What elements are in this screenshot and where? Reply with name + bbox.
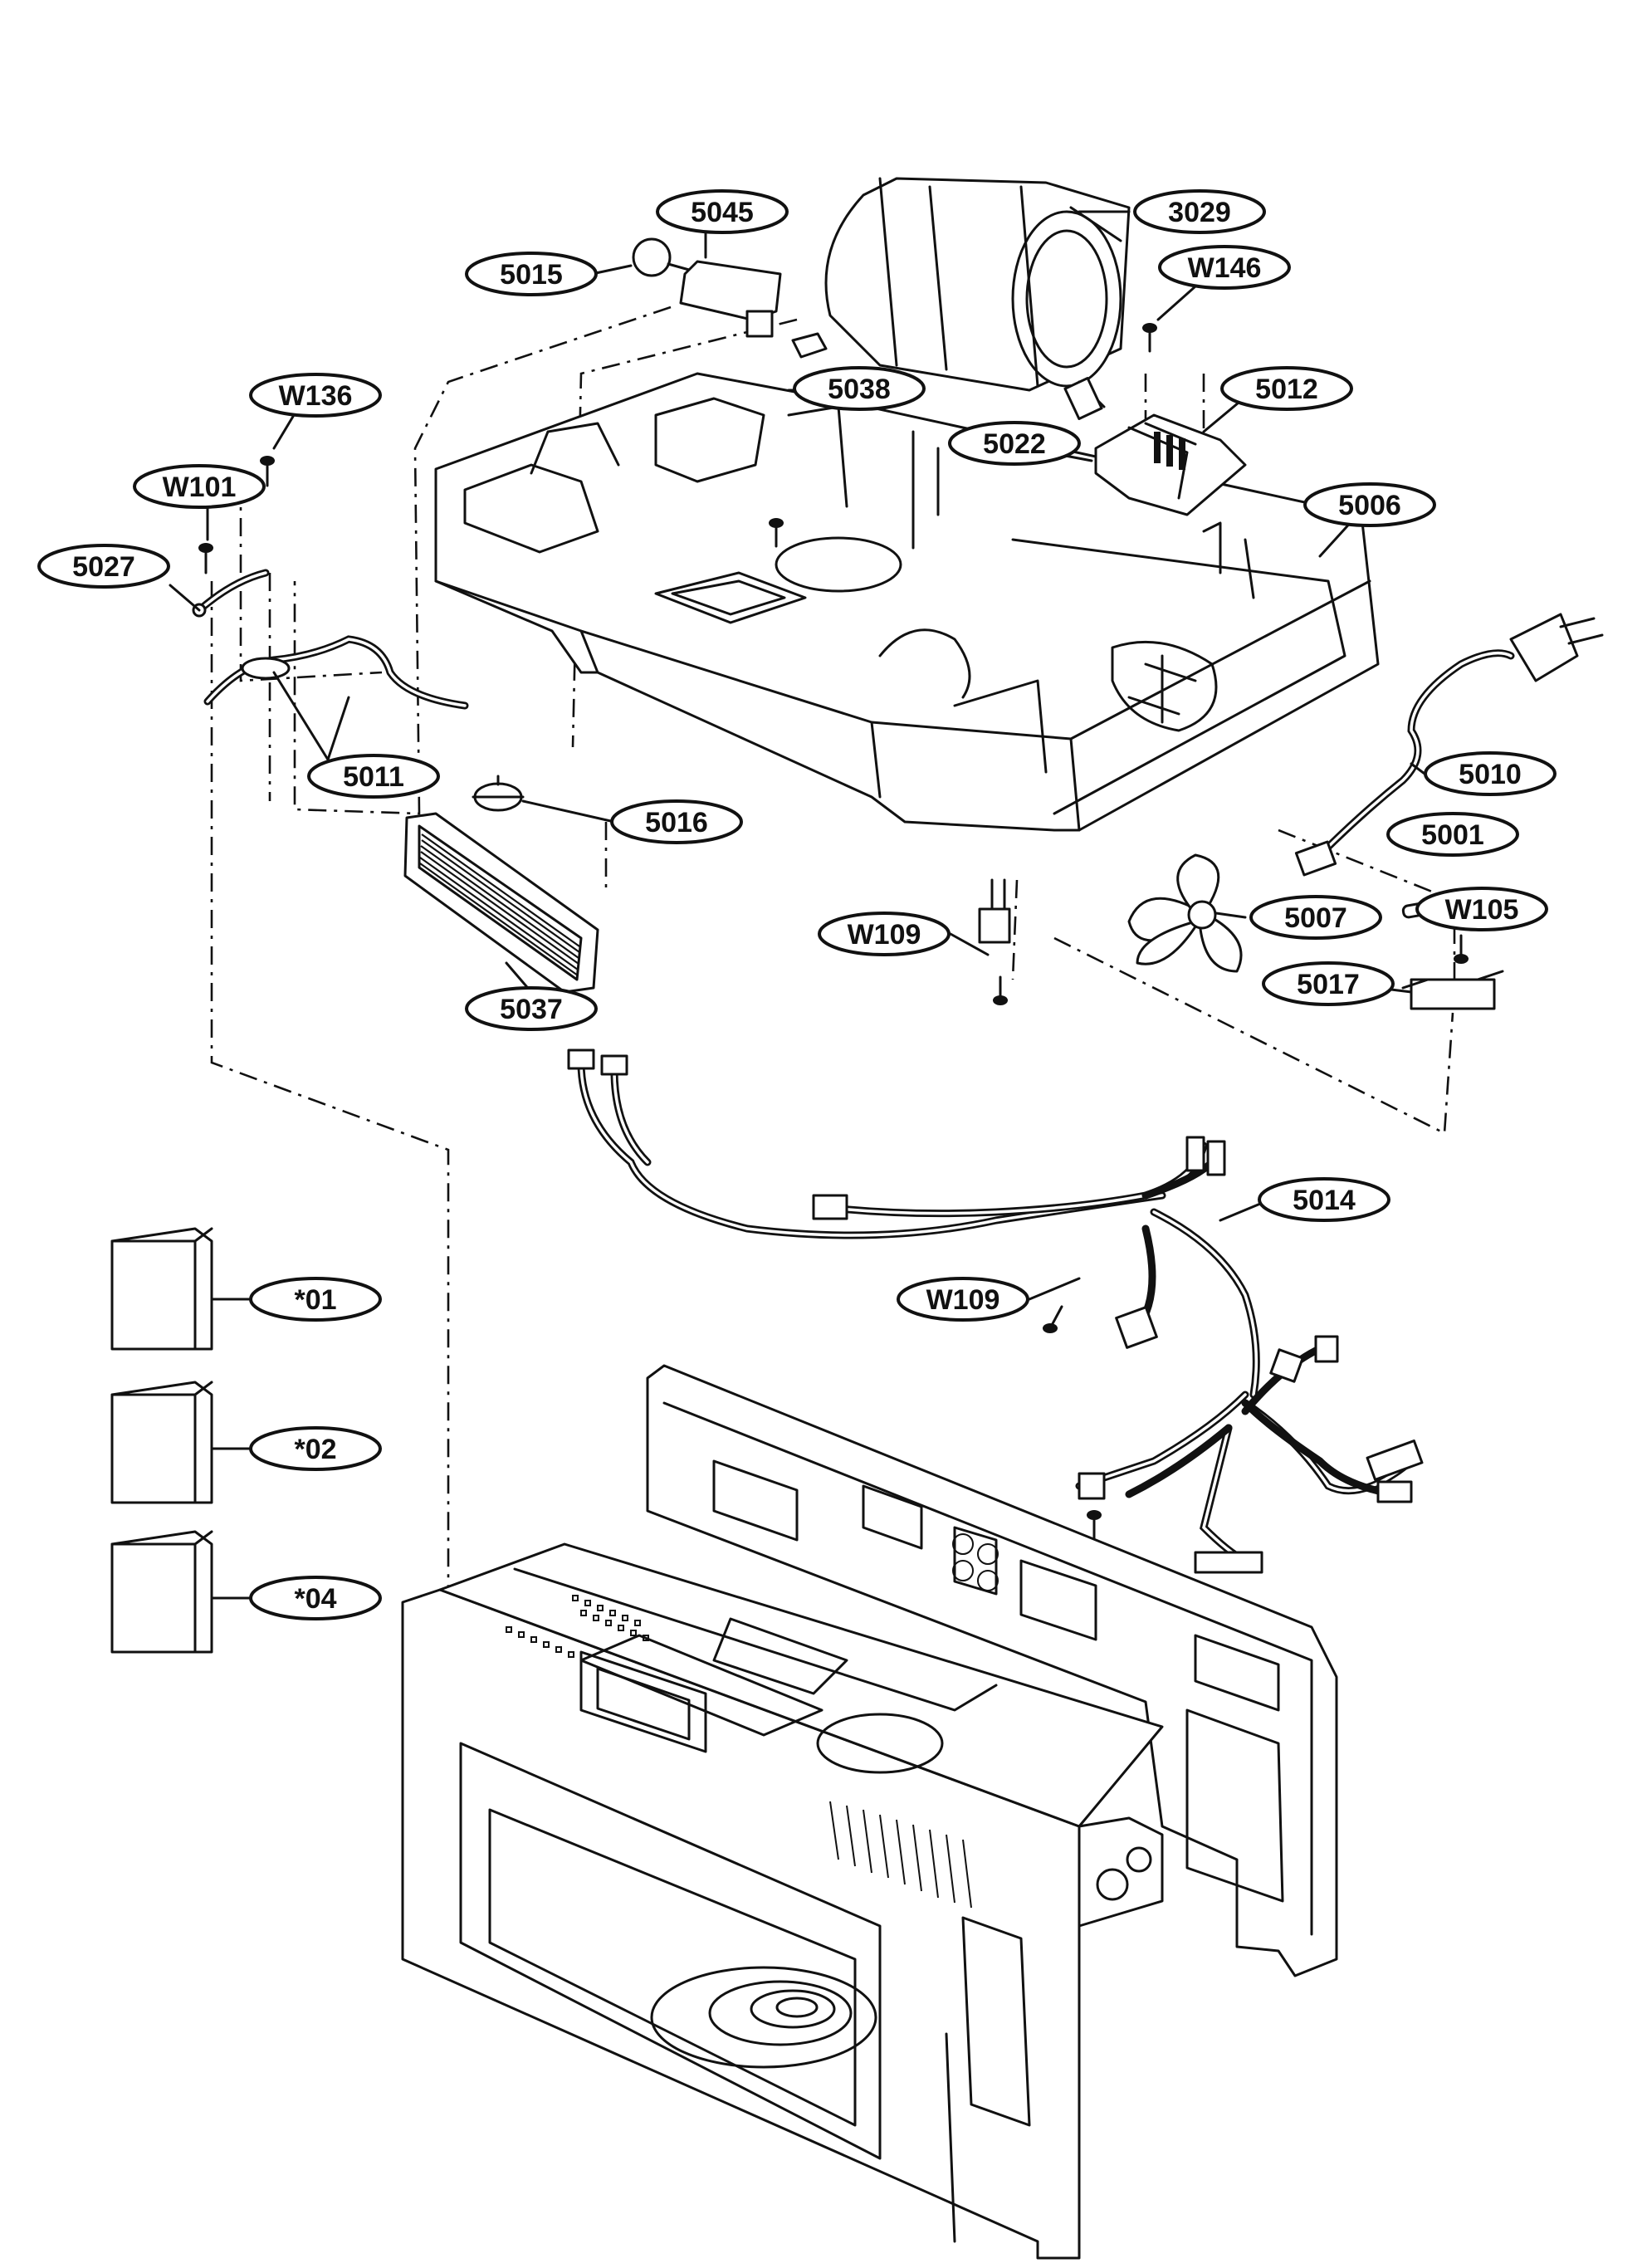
callout-bubble bbox=[1133, 189, 1266, 234]
callout-label: 5017 bbox=[1297, 969, 1360, 1000]
callout-bubble bbox=[307, 754, 440, 799]
transformer bbox=[1094, 413, 1247, 516]
callout-5045: 5045 bbox=[656, 189, 789, 234]
callout-02: *02 bbox=[249, 1426, 382, 1471]
callout-5006: 5006 bbox=[1303, 482, 1436, 527]
callout-W105: W105 bbox=[1415, 887, 1548, 931]
callout-5037: 5037 bbox=[465, 986, 598, 1031]
thermal-fuse-harness bbox=[192, 569, 469, 710]
callout-label: 5012 bbox=[1255, 374, 1318, 405]
callout-5011: 5011 bbox=[307, 754, 440, 799]
callout-W136: W136 bbox=[249, 373, 382, 418]
callout-5016: 5016 bbox=[610, 799, 743, 844]
callout-bubble bbox=[1220, 366, 1353, 411]
base-plate-assembly bbox=[434, 372, 1380, 832]
callout-label: 5011 bbox=[343, 761, 404, 793]
callout-label: W101 bbox=[163, 472, 237, 503]
callout-label: W136 bbox=[279, 380, 353, 412]
callout-01: *01 bbox=[249, 1277, 382, 1322]
screws bbox=[198, 323, 1469, 1540]
callout-bubble bbox=[1386, 812, 1519, 857]
callout-04: *04 bbox=[249, 1576, 382, 1620]
callout-bubble bbox=[948, 421, 1081, 466]
power-cord bbox=[1294, 613, 1604, 877]
callout-label: 5015 bbox=[500, 259, 563, 291]
callout-5027: 5027 bbox=[37, 544, 170, 589]
callout-label: W109 bbox=[926, 1284, 1000, 1316]
callout-label: W105 bbox=[1445, 894, 1519, 926]
callout-bubble bbox=[610, 799, 743, 844]
callout-bubble bbox=[465, 252, 598, 296]
callout-label: 5038 bbox=[828, 374, 891, 405]
callout-label: W109 bbox=[848, 919, 921, 951]
callout-bubble bbox=[1415, 887, 1548, 931]
callout-5014: 5014 bbox=[1258, 1177, 1390, 1222]
thermostat bbox=[472, 775, 525, 812]
wire-harness bbox=[567, 1048, 1424, 1574]
callout-5012: 5012 bbox=[1220, 366, 1353, 411]
cooling-fan-blade bbox=[1127, 853, 1243, 973]
callout-5010: 5010 bbox=[1424, 751, 1557, 796]
callout-label: 5037 bbox=[500, 994, 563, 1025]
callout-bubble bbox=[249, 1426, 382, 1471]
callout-label: 5014 bbox=[1293, 1185, 1356, 1216]
callout-label: 3029 bbox=[1168, 197, 1231, 228]
cavity-body bbox=[401, 1542, 1164, 2260]
callout-5015: 5015 bbox=[465, 252, 598, 296]
callout-label: 5007 bbox=[1284, 902, 1347, 934]
callout-label: *01 bbox=[294, 1284, 336, 1316]
callout-bubble bbox=[818, 912, 951, 956]
callout-5007: 5007 bbox=[1249, 895, 1382, 940]
lamp-and-socket bbox=[632, 237, 828, 359]
callout-bubble bbox=[1424, 751, 1557, 796]
accessory-box-04 bbox=[110, 1530, 213, 1654]
callout-bubble bbox=[1249, 895, 1382, 940]
callout-3029: 3029 bbox=[1133, 189, 1266, 234]
callout-label: 5006 bbox=[1338, 490, 1401, 521]
callout-W109a: W109 bbox=[818, 912, 951, 956]
callout-bubble bbox=[37, 544, 170, 589]
callout-bubble bbox=[1158, 245, 1291, 290]
callout-bubble bbox=[465, 986, 598, 1031]
grease-filter bbox=[403, 812, 599, 994]
callout-bubble bbox=[249, 1576, 382, 1620]
blower-fan-assembly bbox=[824, 177, 1131, 420]
callout-bubble bbox=[1262, 961, 1395, 1006]
callout-label: *04 bbox=[294, 1583, 336, 1615]
oven-cavity-frame bbox=[646, 1364, 1338, 1977]
callout-label: 5010 bbox=[1459, 759, 1522, 790]
callout-5022: 5022 bbox=[948, 421, 1081, 466]
callout-5001: 5001 bbox=[1386, 812, 1519, 857]
callout-bubble bbox=[1258, 1177, 1390, 1222]
callout-bubble bbox=[793, 366, 926, 411]
callout-bubble bbox=[133, 464, 266, 509]
accessory-kits bbox=[110, 1227, 213, 1654]
callout-label: W146 bbox=[1188, 252, 1262, 284]
callout-W101: W101 bbox=[133, 464, 266, 509]
callout-5038: 5038 bbox=[793, 366, 926, 411]
callout-5017: 5017 bbox=[1262, 961, 1395, 1006]
callout-W109b: W109 bbox=[897, 1277, 1029, 1322]
callout-label: 5016 bbox=[645, 807, 708, 838]
callout-label: 5001 bbox=[1421, 819, 1484, 851]
callout-W146: W146 bbox=[1158, 245, 1291, 290]
callout-label: 5027 bbox=[72, 551, 135, 583]
callout-bubble bbox=[897, 1277, 1029, 1322]
callout-bubble bbox=[656, 189, 789, 234]
accessory-box-01 bbox=[110, 1227, 213, 1351]
callout-bubble bbox=[249, 373, 382, 418]
callout-bubble bbox=[1303, 482, 1436, 527]
accessory-box-02 bbox=[110, 1381, 213, 1504]
callout-label: 5022 bbox=[983, 428, 1046, 460]
callout-label: *02 bbox=[294, 1434, 336, 1465]
callout-label: 5045 bbox=[691, 197, 754, 228]
callout-bubble bbox=[249, 1277, 382, 1322]
